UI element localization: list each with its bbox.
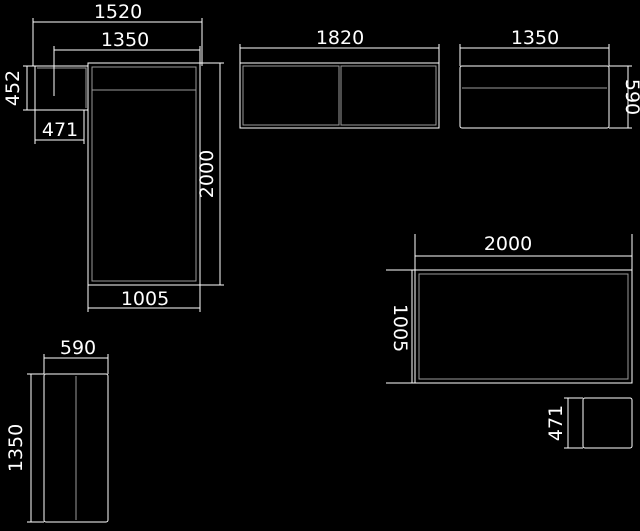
bed-side-block-inner (37, 67, 87, 108)
bed-frame (87, 62, 201, 286)
table-top-view: 2000 1005 (386, 233, 633, 384)
dim-label-1520: 1520 (94, 1, 142, 23)
wardrobe-front-view: 1820 (239, 27, 440, 129)
cabinet-front-view: 1350 590 (459, 27, 640, 129)
bed-mattress (91, 66, 197, 282)
dim-label-471: 471 (42, 119, 78, 141)
wardrobe-door-right (340, 65, 437, 126)
dim-label-2000-bed: 2000 (196, 150, 218, 198)
dim-label-452: 452 (2, 70, 24, 106)
dim-label-471-stool: 471 (545, 405, 567, 441)
stool-body (582, 397, 633, 449)
dim-label-2000-table: 2000 (484, 233, 532, 255)
dim-label-1350: 1350 (101, 29, 149, 51)
tall-cabinet-body (43, 373, 109, 523)
dim-label-590-tall: 590 (60, 337, 96, 359)
dim-label-1005-bed: 1005 (121, 288, 169, 310)
tall-cabinet-view: 590 1350 (5, 337, 109, 523)
dim-label-1820: 1820 (316, 27, 364, 49)
dim-label-1005-table: 1005 (389, 304, 411, 352)
table-surface (418, 273, 629, 380)
stool-top-view: 471 (545, 397, 633, 449)
bed-top-view: 1520 1350 452 471 2000 10 (2, 1, 224, 312)
cabinet-body (459, 65, 610, 129)
dim-label-1350-cabinet: 1350 (511, 27, 559, 49)
wardrobe-door-left (242, 65, 340, 126)
dim-label-590-cabinet: 590 (621, 79, 640, 115)
wardrobe-body (239, 62, 440, 129)
table-frame (414, 269, 633, 384)
dim-label-1350-tall: 1350 (5, 424, 27, 472)
bed-side-block (34, 65, 89, 111)
